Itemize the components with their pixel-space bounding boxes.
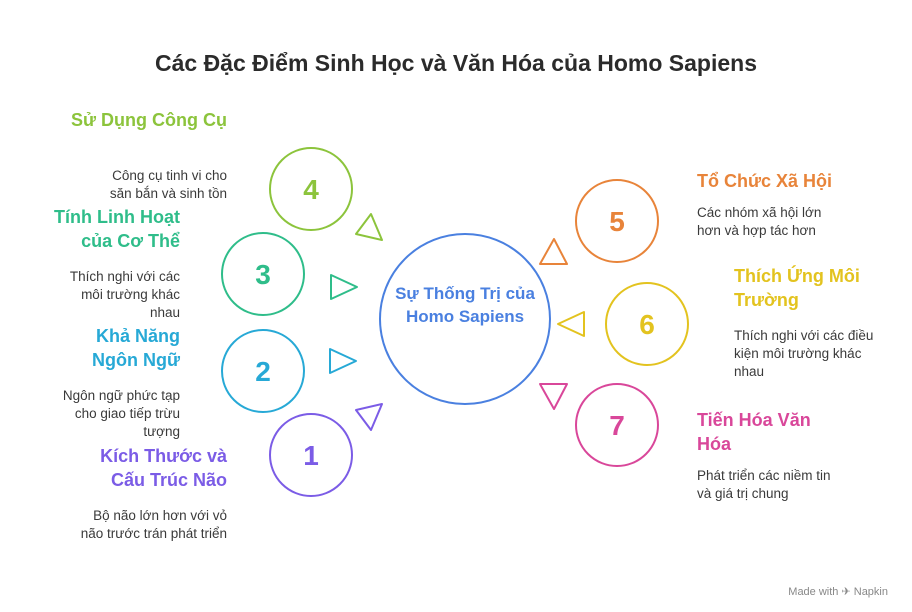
arrow-3-icon <box>330 274 358 300</box>
circle-number-7: 7 <box>609 410 625 441</box>
desc-5: Các nhóm xã hội lớn hơn và hợp tác hơn <box>697 205 822 238</box>
heading-3: Tính Linh Hoạt của Cơ Thể <box>54 207 180 251</box>
heading-2: Khả Năng Ngôn Ngữ <box>91 326 180 370</box>
circle-3 <box>221 232 305 316</box>
arrow-7-icon <box>539 383 568 410</box>
circle-number-2: 2 <box>255 356 271 387</box>
circle-5 <box>575 179 659 263</box>
desc-7: Phát triển các niềm tin và giá trị chung <box>697 468 831 501</box>
circle-number-5: 5 <box>609 206 625 237</box>
arrow-2-icon <box>329 348 357 374</box>
heading-5: Tổ Chức Xã Hội <box>697 171 833 191</box>
center-label: Sự Thống Trị của Homo Sapiens <box>395 284 535 326</box>
center-circle <box>379 233 551 405</box>
circle-number-6: 6 <box>639 309 655 340</box>
desc-4: Công cụ tinh vi cho săn bắn và sinh tồn <box>109 168 227 201</box>
napkin-watermark: Made with ✈ Napkin <box>788 586 888 598</box>
desc-3: Thích nghi với các môi trường khác nhau <box>69 269 180 320</box>
page-title: Các Đặc Điểm Sinh Học và Văn Hóa của Hom… <box>154 50 758 76</box>
arrow-4-icon <box>355 213 383 241</box>
circle-6 <box>605 282 689 366</box>
heading-7: Tiến Hóa Văn Hóa <box>697 410 811 454</box>
circle-1 <box>269 413 353 497</box>
arrow-6-icon <box>557 311 585 337</box>
circle-number-3: 3 <box>255 259 271 290</box>
circle-7 <box>575 383 659 467</box>
desc-1: Bộ não lớn hơn với vỏ não trước trán phá… <box>80 508 227 541</box>
desc-2: Ngôn ngữ phức tạp cho giao tiếp trừu tượ… <box>62 388 180 439</box>
heading-4: Sử Dụng Công Cụ <box>70 110 227 130</box>
circle-number-1: 1 <box>303 440 319 471</box>
arrow-5-icon <box>539 238 568 265</box>
circle-4 <box>269 147 353 231</box>
circle-2 <box>221 329 305 413</box>
heading-6: Thích Ứng Môi Trường <box>734 266 860 310</box>
desc-6: Thích nghi với các điều kiện môi trường … <box>734 328 874 379</box>
circle-number-4: 4 <box>303 174 319 205</box>
heading-1: Kích Thước và Cấu Trúc Não <box>100 446 227 490</box>
arrow-1-icon <box>355 403 383 431</box>
